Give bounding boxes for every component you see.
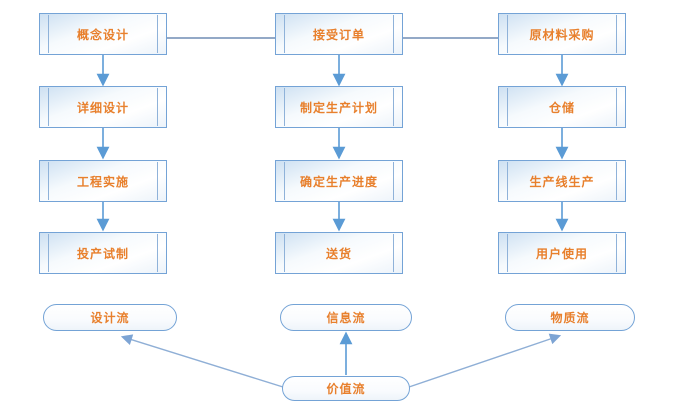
process-box-delivery: 送货 [275, 232, 403, 274]
process-box-label: 仓储 [548, 100, 575, 115]
oval-label: 价值流 [326, 382, 366, 396]
process-box-accept-order: 接受订单 [275, 13, 403, 55]
process-box-label: 工程实施 [76, 174, 129, 189]
process-box-production-line: 生产线生产 [498, 160, 626, 202]
oval-information-flow: 信息流 [280, 304, 412, 331]
process-box-label: 生产线生产 [529, 174, 595, 189]
process-box-label: 概念设计 [76, 27, 129, 42]
process-box-label: 送货 [325, 246, 352, 261]
oval-label: 信息流 [326, 311, 366, 325]
process-box-determine-production-schedule: 确定生产进度 [275, 160, 403, 202]
process-box-label: 接受订单 [312, 27, 365, 42]
process-box-label: 投产试制 [76, 246, 129, 261]
oval-design-flow: 设计流 [43, 304, 177, 331]
process-box-warehousing: 仓储 [498, 86, 626, 128]
process-box-make-production-plan: 制定生产计划 [275, 86, 403, 128]
oval-label: 物质流 [550, 311, 590, 325]
arrow-value-to-design-flow [120, 334, 284, 388]
process-box-label: 原材料采购 [529, 27, 595, 42]
process-box-detailed-design: 详细设计 [39, 86, 167, 128]
process-box-label: 用户使用 [535, 246, 588, 261]
process-box-label: 详细设计 [76, 100, 129, 115]
process-box-label: 确定生产进度 [299, 174, 378, 189]
oval-value-flow: 价值流 [282, 376, 410, 401]
process-box-engineering-implementation: 工程实施 [39, 160, 167, 202]
arrow-value-to-material-flow [408, 333, 562, 388]
process-box-raw-material-procurement: 原材料采购 [498, 13, 626, 55]
process-box-concept-design: 概念设计 [39, 13, 167, 55]
oval-label: 设计流 [90, 311, 130, 325]
process-box-label: 制定生产计划 [299, 100, 378, 115]
process-box-production-trial: 投产试制 [39, 232, 167, 274]
oval-material-flow: 物质流 [505, 304, 635, 331]
process-box-user-use: 用户使用 [498, 232, 626, 274]
